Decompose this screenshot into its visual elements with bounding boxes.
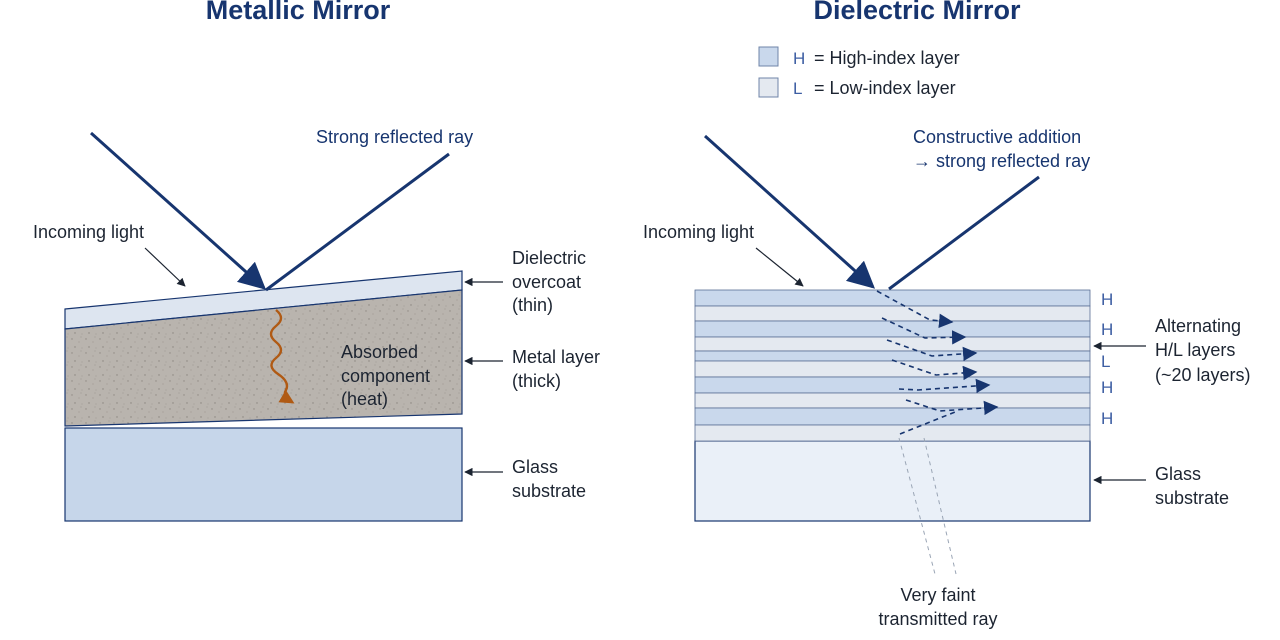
- glass-substrate-right: [694, 440, 1091, 522]
- transmitted-label-line2: transmitted ray: [878, 609, 997, 629]
- legend-letter-low: L: [793, 79, 802, 98]
- hl-layer-stack: [694, 289, 1091, 442]
- metal-label-line2: (thick): [512, 371, 561, 391]
- glass-label-left-line1: Glass: [512, 457, 558, 477]
- reflected-ray-right: [888, 175, 1040, 291]
- glass-label-right-line1: Glass: [1155, 464, 1201, 484]
- absorbed-label-line1: Absorbed: [341, 342, 418, 362]
- overcoat-label-line3: (thin): [512, 295, 553, 315]
- stack-layer: [694, 360, 1091, 378]
- stack-layer: [694, 305, 1091, 322]
- stack-layer: [694, 376, 1091, 394]
- alternating-label-line1: Alternating: [1155, 316, 1241, 336]
- metallic-title: Metallic Mirror: [206, 0, 391, 25]
- legend-swatch-high: [758, 46, 779, 67]
- stack-layer: [694, 289, 1091, 307]
- glass-substrate-left: [64, 427, 463, 522]
- incoming-light-label-right: Incoming light: [643, 222, 754, 242]
- absorbed-heat-arrow: [269, 309, 295, 404]
- legend-text-low: = Low-index layer: [814, 78, 956, 98]
- legend-swatch-low: [758, 77, 779, 98]
- incoming-ray-left: [89, 131, 267, 290]
- layer-letter-5: H: [1101, 409, 1113, 428]
- layer-letter-1: H: [1101, 290, 1113, 309]
- legend-text-high: = High-index layer: [814, 48, 960, 68]
- absorbed-label-line3: (heat): [341, 389, 388, 409]
- internal-reflections: [876, 290, 999, 435]
- dielectric-title: Dielectric Mirror: [813, 0, 1021, 25]
- alternating-label-line2: H/L layers: [1155, 340, 1235, 360]
- glass-label-left-line2: substrate: [512, 481, 586, 501]
- stack-layer: [694, 407, 1091, 426]
- absorbed-label-line2: component: [341, 366, 430, 386]
- metal-layer: [64, 289, 463, 427]
- incoming-ray-right: [703, 134, 876, 289]
- layer-letter-4: H: [1101, 378, 1113, 397]
- incoming-light-pointer-left: [144, 247, 186, 287]
- glass-label-right-line2: substrate: [1155, 488, 1229, 508]
- reflected-ray-left: [265, 152, 450, 292]
- stack-layer: [694, 336, 1091, 352]
- incoming-light-label-left: Incoming light: [33, 222, 144, 242]
- stack-layer: [694, 392, 1091, 409]
- overcoat-label-line2: overcoat: [512, 272, 581, 292]
- legend-letter-high: H: [793, 49, 805, 68]
- strong-reflected-ray-label: Strong reflected ray: [316, 127, 473, 147]
- metal-label-line1: Metal layer: [512, 347, 600, 367]
- constructive-label-line1: Constructive addition: [913, 127, 1081, 147]
- layer-letter-2: H: [1101, 320, 1113, 339]
- constructive-label-line2: → strong reflected ray: [913, 151, 1090, 171]
- stack-layer: [694, 424, 1091, 442]
- alternating-label-line3: (~20 layers): [1155, 365, 1251, 385]
- overcoat-label-line1: Dielectric: [512, 248, 586, 268]
- incoming-light-pointer-right: [755, 247, 804, 287]
- layer-letter-3: L: [1101, 352, 1110, 371]
- transmitted-label-line1: Very faint: [900, 585, 975, 605]
